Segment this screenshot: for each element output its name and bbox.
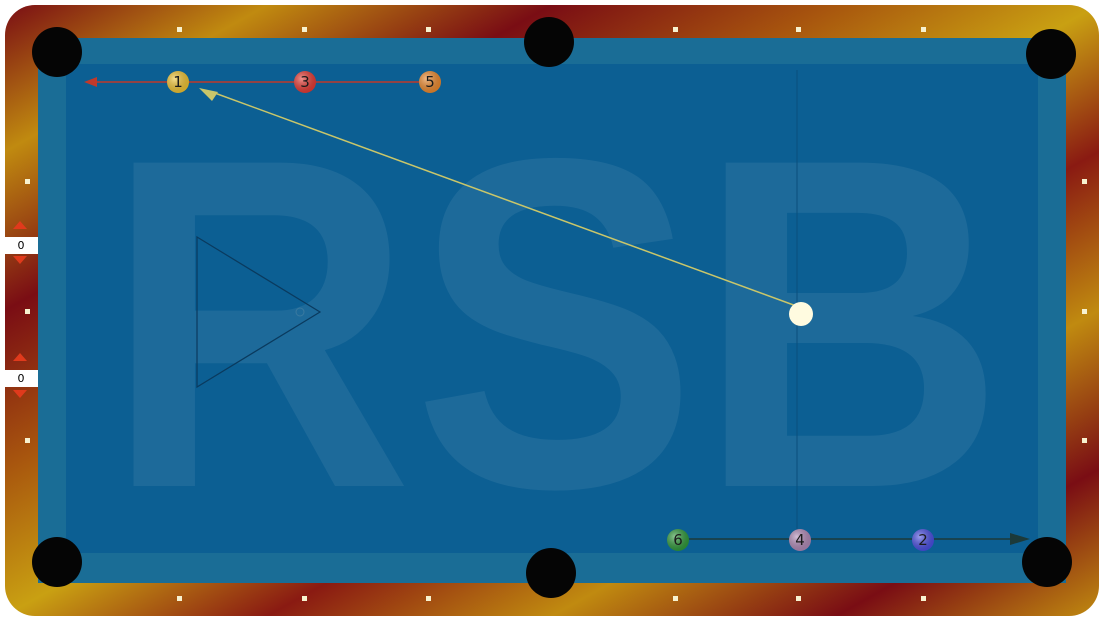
ball-1-number: 1 (173, 73, 183, 91)
pocket-top-middle (524, 17, 574, 67)
ball-6-number: 6 (673, 531, 683, 549)
counter-1-arrow-down-icon[interactable] (13, 256, 27, 264)
ball-3-number: 3 (300, 73, 310, 91)
diamond (25, 438, 30, 443)
diamond (302, 27, 307, 32)
diamond (796, 596, 801, 601)
diamond (1082, 179, 1087, 184)
diamond (302, 596, 307, 601)
diamond (426, 596, 431, 601)
diamond (921, 596, 926, 601)
ball-5-number: 5 (425, 73, 435, 91)
pocket-top-left (32, 27, 82, 77)
diamond (177, 27, 182, 32)
ball-2-number: 2 (918, 531, 928, 549)
ball-1[interactable]: 1 (167, 71, 189, 93)
ball-3[interactable]: 3 (294, 71, 316, 93)
ball-4-number: 4 (795, 531, 805, 549)
ball-5[interactable]: 5 (419, 71, 441, 93)
pocket-bottom-middle (526, 548, 576, 598)
pocket-top-right (1026, 29, 1076, 79)
diamond (796, 27, 801, 32)
ball-6[interactable]: 6 (667, 529, 689, 551)
ball-4[interactable]: 4 (789, 529, 811, 551)
diamond (177, 596, 182, 601)
counter-2-value: 0 (4, 370, 38, 387)
watermark: RSB (105, 61, 1005, 586)
pocket-bottom-left (32, 537, 82, 587)
diamond (25, 309, 30, 314)
pocket-bottom-right (1022, 537, 1072, 587)
diamond (25, 179, 30, 184)
diamond (921, 27, 926, 32)
diamond (1082, 438, 1087, 443)
diamond (1082, 309, 1087, 314)
counter-1-arrow-up-icon[interactable] (13, 221, 27, 229)
cue-ball[interactable] (789, 302, 813, 326)
counter-2-arrow-down-icon[interactable] (13, 390, 27, 398)
diamond (426, 27, 431, 32)
ball-2[interactable]: 2 (912, 529, 934, 551)
diamond (673, 596, 678, 601)
counter-1-value: 0 (4, 237, 38, 254)
counter-2-arrow-up-icon[interactable] (13, 353, 27, 361)
diamond (673, 27, 678, 32)
